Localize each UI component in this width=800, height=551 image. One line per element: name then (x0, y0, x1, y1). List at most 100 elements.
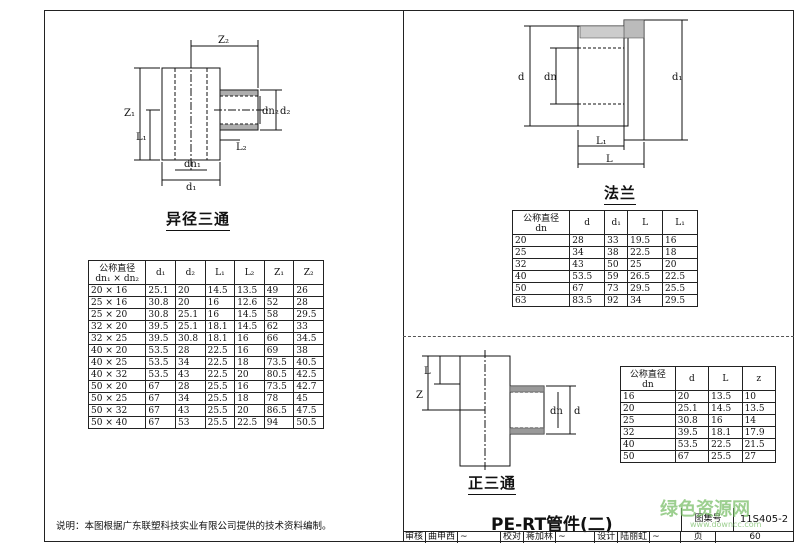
table-cell: 20 (511, 234, 571, 247)
table-cell: 80.5 (263, 368, 295, 381)
table-cell: 25.5 (204, 392, 236, 405)
watermark-url: www.downcc.com (690, 520, 762, 529)
table-cell: 13.5 (741, 402, 777, 415)
reviewer-signature: ~ (458, 532, 502, 543)
drawing-frame (44, 10, 794, 542)
rt-header-cell: L₁ (204, 260, 236, 285)
table-cell: 33 (604, 234, 629, 247)
table-cell: 29.5 (293, 308, 324, 321)
note-text: 说明：本图根据广东联塑科技实业有限公司提供的技术资料编制。 (56, 521, 332, 532)
et-header-cell: d (674, 366, 710, 391)
design-label: 设计 (595, 532, 619, 543)
fl-header-cell: d₁ (604, 210, 629, 235)
table-cell: 25.5 (204, 404, 236, 417)
table-cell: 38 (293, 344, 324, 357)
vertical-divider (403, 10, 404, 542)
table-cell: 50 × 40 (87, 416, 147, 429)
table-cell: 83.5 (569, 294, 606, 307)
rt-header-cell: d₂ (175, 260, 206, 285)
reducing-tee-drawing: Z₂ Z₁ L₁ L₂ dn₂ d₂ dn₁ d₁ (124, 35, 290, 193)
table-cell: 43 (175, 368, 206, 381)
designer-name: 陆丽虹 (618, 532, 651, 543)
drawing-title: PE-RT管件(二) (491, 515, 613, 535)
rt-header-cell: L₂ (234, 260, 265, 285)
equal-tee-label-dn: dn (550, 406, 563, 417)
table-cell: 18 (234, 356, 265, 369)
table-cell: 18.1 (708, 426, 743, 439)
table-cell: 20 (234, 404, 265, 417)
flange-drawing: d dn d₁ L₁ L (518, 19, 688, 168)
table-cell: 50 × 32 (87, 404, 147, 417)
label-d2: d₂ (280, 106, 290, 117)
equal-tee-label-d: d (574, 406, 581, 417)
table-cell: 69 (263, 344, 295, 357)
table-cell: 22.5 (662, 270, 698, 283)
table-cell: 26 (293, 284, 324, 297)
table-cell: 40 × 32 (87, 368, 147, 381)
table-cell: 67 (569, 282, 606, 295)
table-cell: 34.5 (293, 332, 324, 345)
table-cell: 73.5 (263, 356, 295, 369)
table-cell: 62 (263, 320, 295, 333)
table-cell: 20 (175, 284, 206, 297)
table-cell: 18.1 (204, 332, 236, 345)
table-cell: 20 (620, 402, 676, 415)
review-label: 审核 (403, 532, 427, 543)
label-dn2: dn₂ (262, 106, 279, 117)
table-cell: 22.5 (204, 356, 236, 369)
atlas-label: 图集号 (681, 508, 734, 531)
et-header-cell: L (708, 366, 743, 391)
table-cell: 78 (263, 392, 295, 405)
horizontal-divider (403, 336, 794, 337)
table-cell: 63 (511, 294, 571, 307)
table-cell: 50 (620, 450, 676, 463)
check-label: 校对 (501, 532, 525, 543)
equal-tee-drawing: L Z dn d (416, 350, 581, 470)
table-cell: 40 (620, 438, 676, 451)
table-cell: 73.5 (263, 380, 295, 393)
table-cell: 28 (293, 296, 324, 309)
table-cell: 20 (175, 296, 206, 309)
table-cell: 14.5 (204, 284, 236, 297)
table-cell: 50 (604, 258, 629, 271)
table-cell: 29.5 (662, 294, 698, 307)
table-cell: 22.5 (204, 368, 236, 381)
table-cell: 53.5 (145, 344, 176, 357)
table-cell: 13.5 (234, 284, 265, 297)
table-cell: 28 (175, 380, 206, 393)
table-cell: 25 (627, 258, 664, 271)
table-cell: 18.1 (204, 320, 236, 333)
table-cell: 16 (234, 344, 265, 357)
table-cell: 34 (175, 392, 206, 405)
table-cell: 67 (145, 416, 176, 429)
table-cell: 14.5 (234, 308, 265, 321)
table-cell: 25.5 (662, 282, 698, 295)
table-cell: 40 (511, 270, 571, 283)
table-cell: 39.5 (145, 320, 176, 333)
table-cell: 14.5 (234, 320, 265, 333)
table-cell: 16 (620, 390, 676, 403)
table-cell: 47.5 (293, 404, 324, 417)
table-cell: 32 × 25 (87, 332, 147, 345)
table-cell: 28 (569, 234, 606, 247)
rt-header-cell: d₁ (145, 260, 176, 285)
table-cell: 33 (293, 320, 324, 333)
label-d1: d₁ (186, 182, 196, 193)
table-cell: 25.1 (674, 402, 710, 415)
flange-label-dn: dn (544, 72, 557, 83)
